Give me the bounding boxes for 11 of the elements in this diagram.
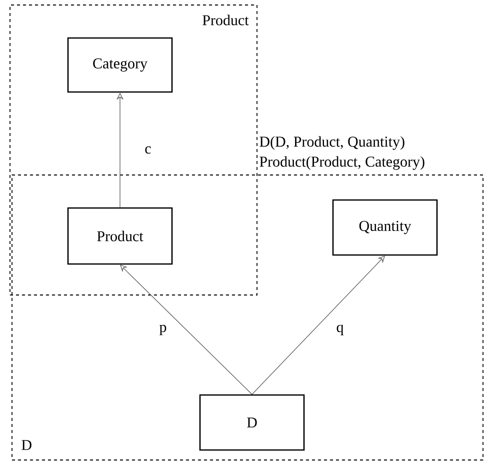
arrow: [120, 264, 252, 395]
entity-box: D: [199, 394, 305, 451]
edge-label: q: [335, 324, 345, 336]
entity-box: Quantity: [332, 199, 438, 256]
entity-box: Category: [67, 37, 173, 93]
edge-label: c: [144, 145, 152, 155]
edge-label: p: [158, 324, 168, 336]
schema-text: D(D, Product, Quantity): [260, 136, 404, 150]
entity-box: Product: [67, 207, 173, 265]
arrow: [252, 256, 385, 395]
schema-text: Product(Product, Category): [260, 156, 424, 170]
